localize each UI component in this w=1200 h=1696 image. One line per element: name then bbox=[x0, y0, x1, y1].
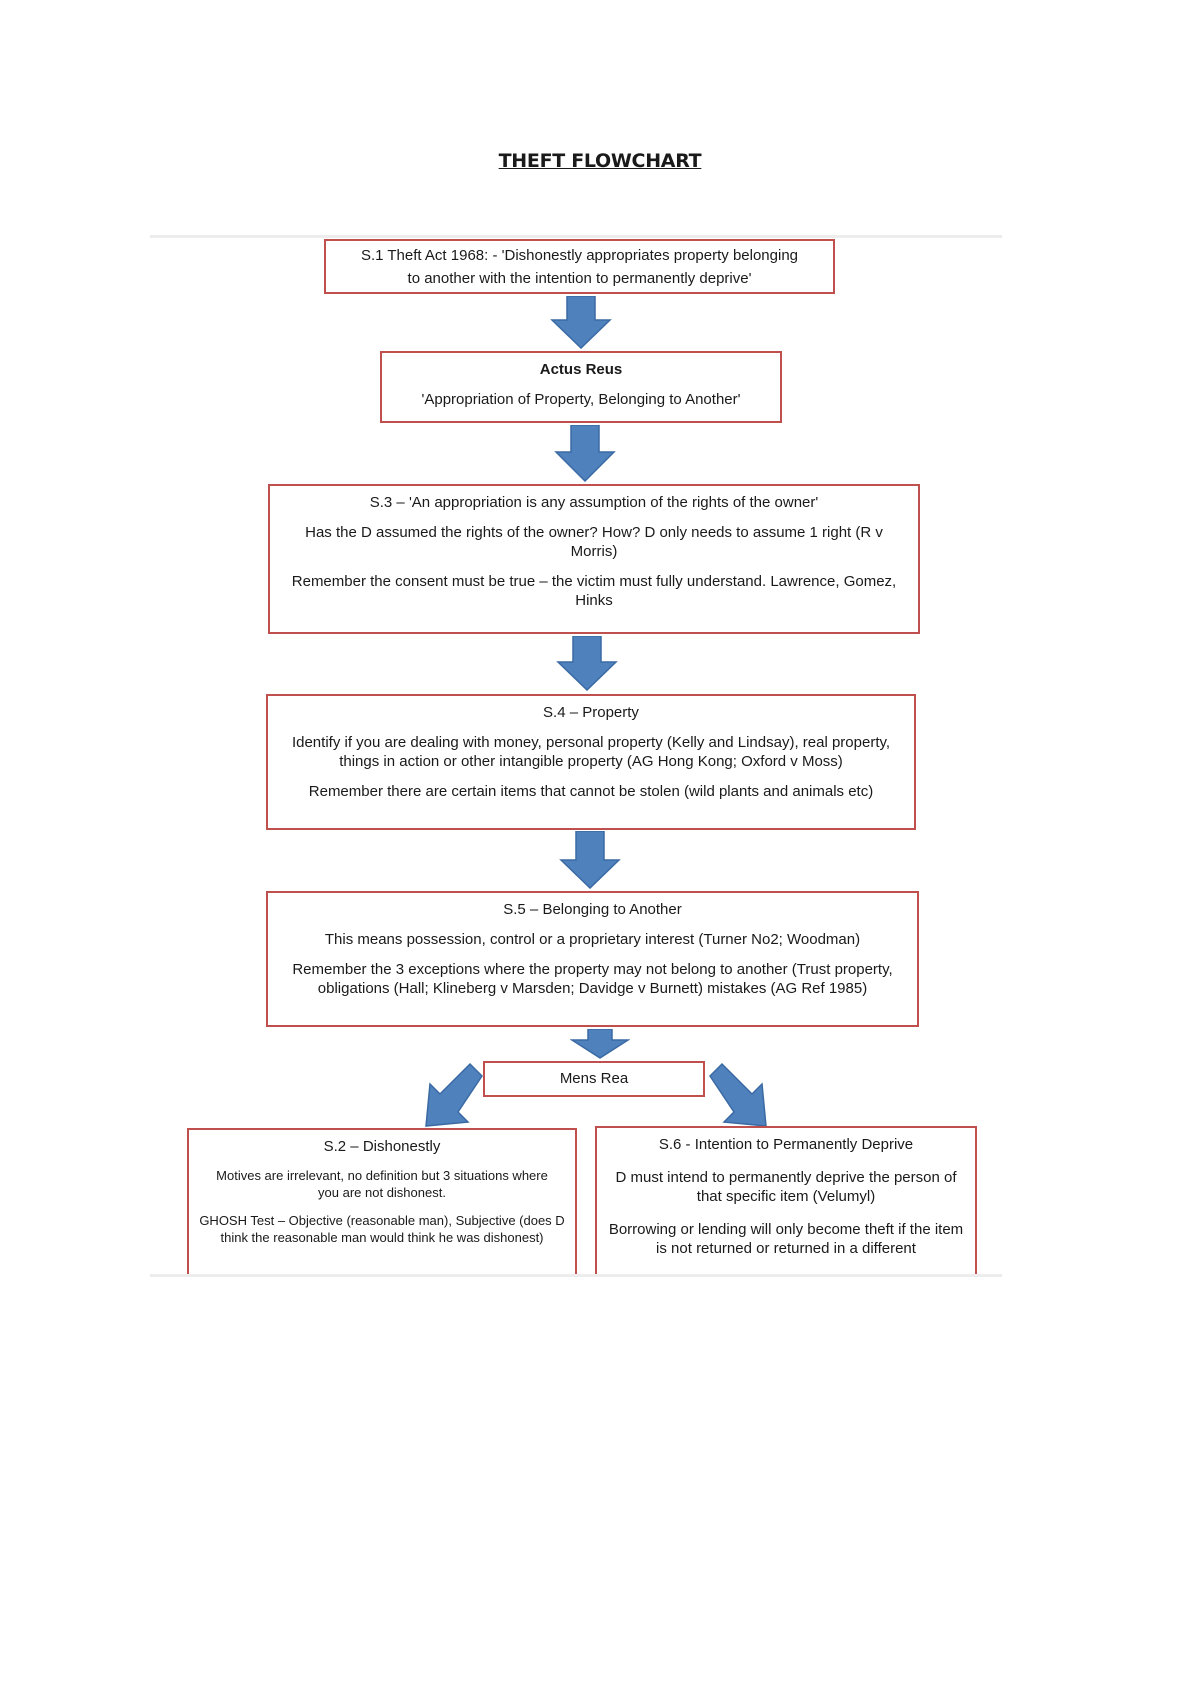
s2-heading: S.2 – Dishonestly bbox=[323, 1138, 441, 1155]
down-arrow-5 bbox=[570, 1029, 630, 1059]
s3-heading: S.3 – 'An appropriation is any assumptio… bbox=[369, 494, 819, 511]
s4-para2: Remember there are certain items that ca… bbox=[308, 783, 874, 800]
diagram-top-border bbox=[150, 235, 1002, 238]
s3-appropriation-box: S.3 – 'An appropriation is any assumptio… bbox=[268, 484, 920, 634]
s6-para2: Borrowing or lending will only become th… bbox=[608, 1221, 964, 1257]
s5-heading: S.5 – Belonging to Another bbox=[503, 901, 682, 918]
page-title: THEFT FLOWCHART bbox=[498, 150, 702, 172]
actus-reus-heading: Actus Reus bbox=[539, 361, 623, 378]
s1-line2: to another with the intention to permane… bbox=[407, 270, 752, 287]
down-arrow-4 bbox=[559, 831, 621, 889]
down-arrow-2 bbox=[554, 425, 616, 482]
s5-para1: This means possession, control or a prop… bbox=[324, 931, 861, 948]
diagonal-arrow-right bbox=[709, 1062, 767, 1127]
s3-para1: Has the D assumed the rights of the owne… bbox=[305, 524, 883, 560]
diagram-bottom-border bbox=[150, 1274, 1002, 1277]
mens-rea-heading: Mens Rea bbox=[559, 1070, 629, 1087]
s2-para2: GHOSH Test – Objective (reasonable man),… bbox=[199, 1213, 565, 1245]
s2-para1: Motives are irrelevant, no definition bu… bbox=[216, 1168, 548, 1200]
diagonal-arrow-left bbox=[425, 1062, 483, 1127]
s5-belonging-box: S.5 – Belonging to Another This means po… bbox=[266, 891, 919, 1027]
s1-theft-act-box: S.1 Theft Act 1968: - 'Dishonestly appro… bbox=[324, 239, 835, 294]
s3-para2: Remember the consent must be true – the … bbox=[291, 573, 897, 609]
page-background-below-diagram bbox=[0, 1276, 1200, 1696]
actus-reus-box: Actus Reus 'Appropriation of Property, B… bbox=[380, 351, 782, 423]
s4-property-box: S.4 – Property Identify if you are deali… bbox=[266, 694, 916, 830]
down-arrow-1 bbox=[550, 296, 612, 349]
actus-reus-text: 'Appropriation of Property, Belonging to… bbox=[421, 391, 741, 408]
s4-para1: Identify if you are dealing with money, … bbox=[291, 734, 891, 770]
down-arrow-3 bbox=[556, 636, 618, 691]
s1-line1: S.1 Theft Act 1968: - 'Dishonestly appro… bbox=[360, 247, 798, 264]
s6-heading: S.6 - Intention to Permanently Deprive bbox=[658, 1136, 914, 1153]
s6-para1: D must intend to permanently deprive the… bbox=[615, 1169, 957, 1205]
s4-heading: S.4 – Property bbox=[543, 704, 639, 721]
mens-rea-box: Mens Rea bbox=[483, 1061, 705, 1097]
s5-para2: Remember the 3 exceptions where the prop… bbox=[292, 961, 893, 997]
